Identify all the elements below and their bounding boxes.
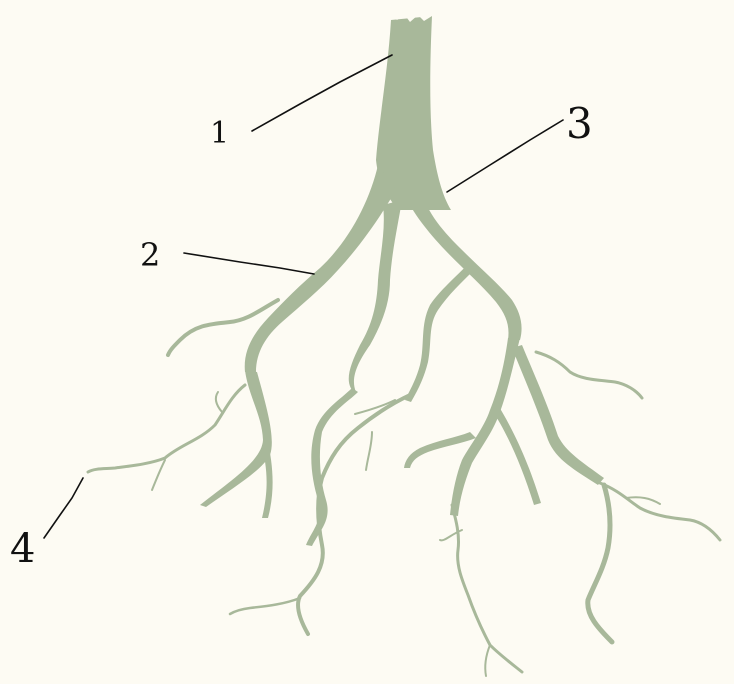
left-branch [245,165,396,372]
label-4: 4 [10,526,35,572]
rootlet [536,352,642,398]
leader-line-3 [447,120,563,192]
rootlet [366,432,372,470]
right-branch [405,185,522,340]
label-2: 2 [140,236,160,274]
leader-line-4 [44,478,83,538]
rootlets [88,300,720,676]
middle-branch-lower [306,388,358,546]
right-branch-fork-a [492,405,541,505]
root-body [200,12,604,546]
rootlet [600,483,720,540]
rootlet [88,385,245,472]
label-3: 3 [566,99,593,148]
leader-line-1 [252,55,392,131]
rootlet [152,460,165,490]
left-branch-lower [200,370,272,507]
rootlet [588,485,612,642]
label-1: 1 [210,116,229,151]
rootlet [216,392,222,412]
right-branch-inner [405,262,476,402]
leader-line-2 [184,253,314,274]
rootlet [230,598,300,614]
rootlet [485,645,490,676]
